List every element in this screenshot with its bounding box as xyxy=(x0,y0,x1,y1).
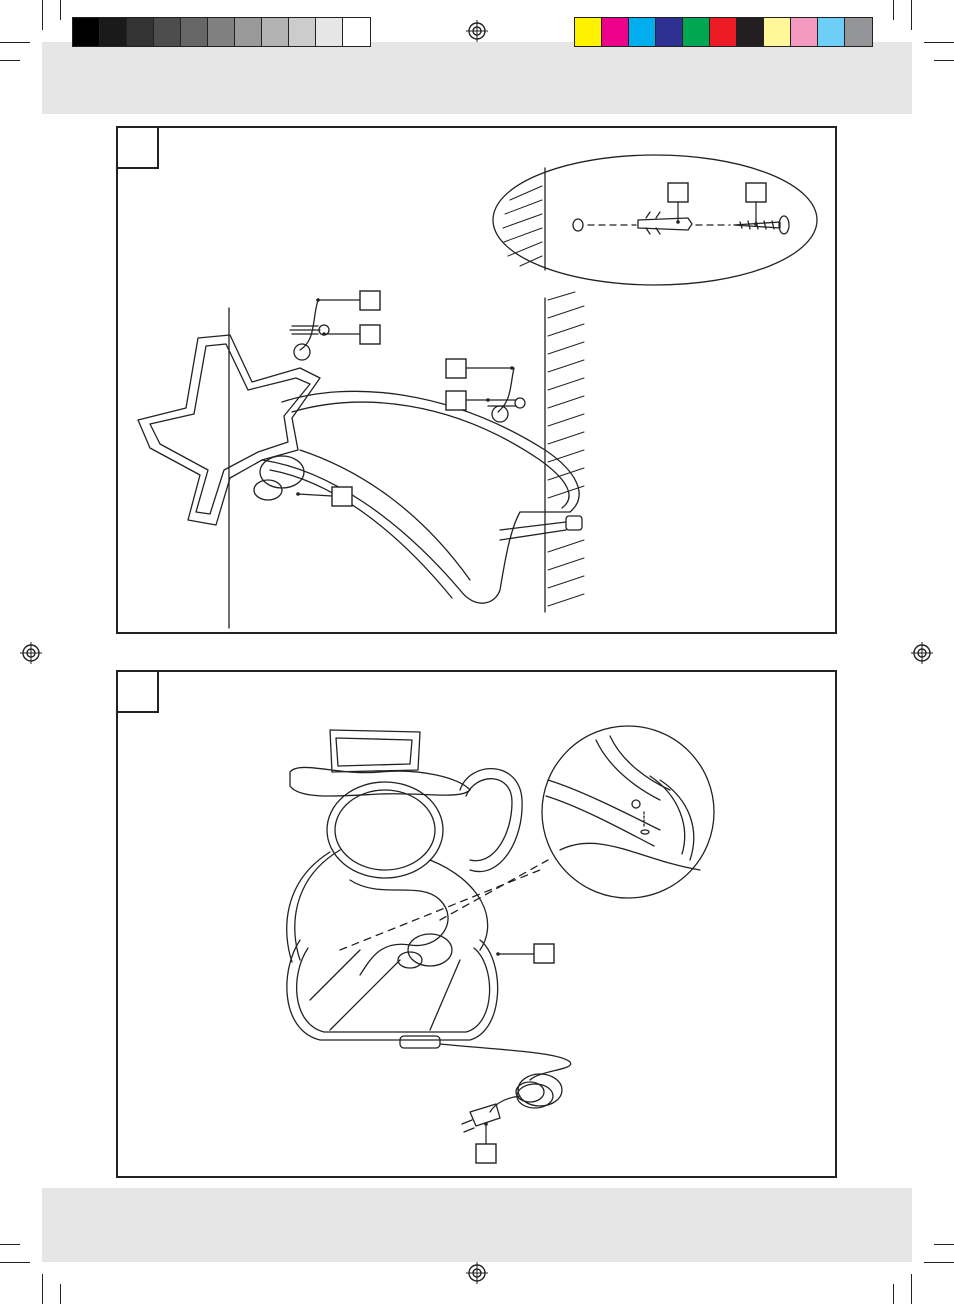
color-swatch xyxy=(737,18,764,46)
gray-swatch xyxy=(181,18,208,46)
gray-swatch xyxy=(289,18,316,46)
step-number-box-1 xyxy=(116,126,159,169)
crop-mark xyxy=(934,1244,954,1245)
gray-swatch xyxy=(154,18,181,46)
grayscale-calibration-bar xyxy=(72,17,371,47)
gray-swatch xyxy=(262,18,289,46)
color-swatch xyxy=(656,18,683,46)
color-calibration-bar xyxy=(574,17,873,47)
crop-mark xyxy=(924,1262,954,1263)
bottom-print-band xyxy=(42,1188,912,1262)
callout-box xyxy=(533,943,555,964)
gray-swatch xyxy=(127,18,154,46)
crop-mark xyxy=(0,1244,20,1245)
gray-swatch xyxy=(235,18,262,46)
callout-box xyxy=(745,182,767,203)
crop-mark xyxy=(0,42,30,43)
figure-panel-wall-mounting xyxy=(116,126,837,634)
registration-mark-right-icon xyxy=(911,642,933,664)
color-swatch xyxy=(764,18,791,46)
snowman-figure xyxy=(286,725,715,1133)
callout-box xyxy=(667,182,689,203)
gray-swatch xyxy=(73,18,100,46)
crop-mark xyxy=(893,0,894,20)
step-number-box-2 xyxy=(116,670,159,713)
color-swatch xyxy=(710,18,737,46)
crop-mark xyxy=(924,42,954,43)
registration-mark-left-icon xyxy=(20,642,42,664)
crop-mark xyxy=(0,60,20,61)
shooting-star-figure xyxy=(137,291,585,629)
crop-mark xyxy=(60,1284,61,1304)
callout-box xyxy=(331,486,353,507)
crop-mark xyxy=(42,0,43,30)
gray-swatch xyxy=(343,18,370,46)
gray-swatch xyxy=(208,18,235,46)
callout-box xyxy=(359,324,381,345)
callout-box xyxy=(359,290,381,311)
crop-mark xyxy=(911,0,912,30)
callout-box xyxy=(445,358,467,379)
color-swatch xyxy=(818,18,845,46)
color-swatch xyxy=(845,18,872,46)
registration-mark-bottom-icon xyxy=(466,1262,488,1284)
callout-box xyxy=(445,390,467,411)
color-swatch xyxy=(629,18,656,46)
color-swatch xyxy=(602,18,629,46)
color-swatch xyxy=(683,18,710,46)
gray-swatch xyxy=(316,18,343,46)
gray-swatch xyxy=(100,18,127,46)
color-swatch xyxy=(791,18,818,46)
figure-panel-free-standing xyxy=(116,670,837,1178)
registration-mark-top-icon xyxy=(466,20,488,42)
crop-mark xyxy=(42,1274,43,1304)
color-swatch xyxy=(575,18,602,46)
crop-mark xyxy=(893,1284,894,1304)
top-print-band xyxy=(42,42,912,114)
crop-mark xyxy=(911,1274,912,1304)
crop-mark xyxy=(934,60,954,61)
crop-mark xyxy=(60,0,61,20)
callout-box xyxy=(475,1143,497,1164)
crop-mark xyxy=(0,1262,30,1263)
